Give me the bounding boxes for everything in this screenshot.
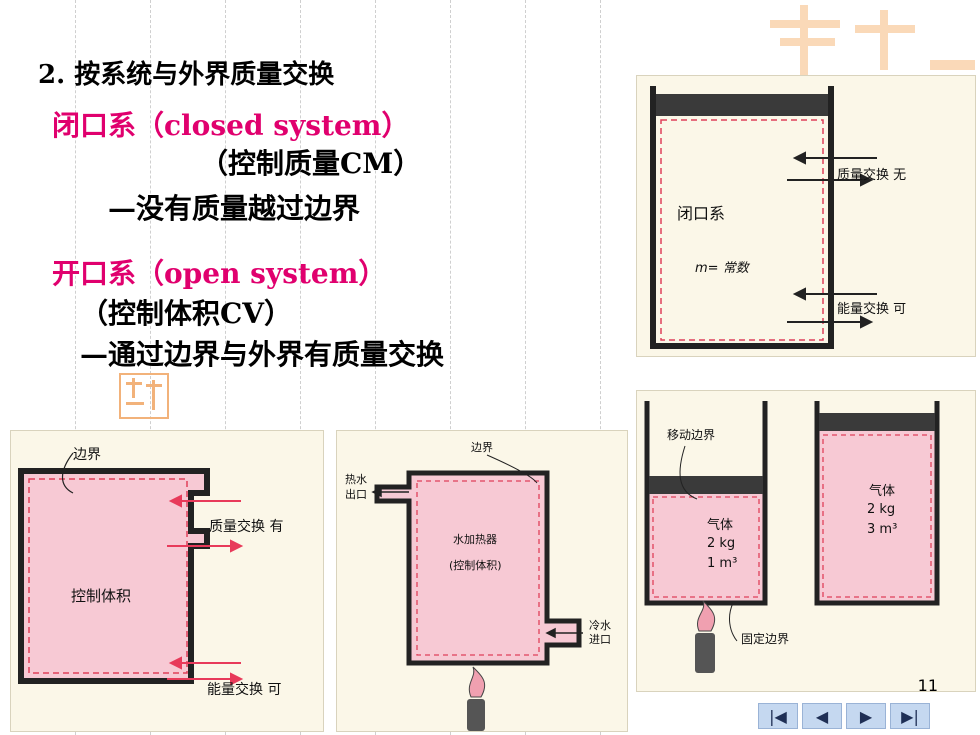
control-volume-boundary <box>28 478 188 674</box>
open-system-subtitle: （控制体积CV） <box>80 297 293 330</box>
seal-icon <box>119 373 169 419</box>
background-line <box>375 0 376 735</box>
background-line <box>150 0 151 735</box>
open-system-title: 开口系（open system） <box>52 257 387 290</box>
hot-water-label: 热水 <box>345 473 367 486</box>
flame-icon <box>468 666 486 698</box>
gas2-volume: 3 m³ <box>867 522 897 537</box>
open-system-description: —通过边界与外界有质量交换 <box>80 338 445 371</box>
piston-2 <box>819 413 935 431</box>
closed-system-title: 闭口系（closed system） <box>52 109 410 142</box>
heater-subtitle: (控制体积) <box>449 558 502 572</box>
control-volume-label: 控制体积 <box>71 587 131 605</box>
heater-boundary <box>416 480 540 656</box>
moving-boundary-label: 移动边界 <box>667 428 715 442</box>
background-line <box>300 0 301 735</box>
previous-slide-button[interactable]: ◀ <box>802 703 842 729</box>
piston-1 <box>649 476 763 494</box>
background-line <box>450 0 451 735</box>
gas-region-1 <box>647 491 765 603</box>
piston <box>656 94 828 116</box>
flame-icon <box>697 600 716 632</box>
mass-constant-label: m= 常数 <box>695 261 751 276</box>
background-line <box>75 0 76 735</box>
closed-system-description: —没有质量越过边界 <box>108 192 361 225</box>
boundary-label: 边界 <box>471 441 493 454</box>
outlet-label: 出口 <box>345 487 367 501</box>
first-slide-button[interactable]: |◀ <box>758 703 798 729</box>
background-line <box>600 0 601 735</box>
system-boundary <box>660 119 824 341</box>
burner <box>695 633 715 673</box>
energy-exchange-label: 能量交换 可 <box>207 681 281 698</box>
cold-water-label: 冷水 <box>589 619 611 632</box>
water-heater-figure: 边界 热水 出口 水加热器 (控制体积) 冷水 进口 <box>336 430 628 732</box>
gas2-mass: 2 kg <box>867 502 895 517</box>
page-number: 11 <box>917 676 938 695</box>
piston-figure: 移动边界 气体 2 kg 1 m³ 气体 2 kg 3 m³ 固定边界 <box>636 390 976 692</box>
boundary-label: 边界 <box>73 447 101 463</box>
mass-exchange-label: 质量交换 无 <box>837 167 906 183</box>
last-slide-button[interactable]: ▶| <box>890 703 930 729</box>
gas1-volume: 1 m³ <box>707 556 737 571</box>
slide-navigation: |◀ ◀ ▶ ▶| <box>758 703 930 729</box>
heater-tank <box>374 470 582 666</box>
section-heading: 2. 按系统与外界质量交换 <box>38 60 335 90</box>
energy-exchange-label: 能量交换 可 <box>837 301 906 317</box>
burner <box>467 699 485 731</box>
closed-system-figure: 闭口系 m= 常数 质量交换 无 能量交换 可 <box>636 75 976 357</box>
closed-system-subtitle: （控制质量CM） <box>200 147 422 180</box>
background-line <box>525 0 526 735</box>
next-slide-button[interactable]: ▶ <box>846 703 886 729</box>
gas2-label: 气体 <box>869 483 895 499</box>
inlet-label: 进口 <box>589 633 611 646</box>
background-line <box>225 0 226 735</box>
fixed-boundary-label: 固定边界 <box>741 631 789 646</box>
mass-exchange-label: 质量交换 有 <box>209 518 283 535</box>
open-system-figure: 边界 控制体积 质量交换 有 能量交换 可 <box>10 430 324 732</box>
gas1-label: 气体 <box>707 517 733 533</box>
gas-region-2 <box>817 431 937 603</box>
gas1-mass: 2 kg <box>707 536 735 551</box>
control-volume-region <box>18 468 210 684</box>
closed-label: 闭口系 <box>677 204 725 223</box>
heater-name: 水加热器 <box>453 533 497 546</box>
